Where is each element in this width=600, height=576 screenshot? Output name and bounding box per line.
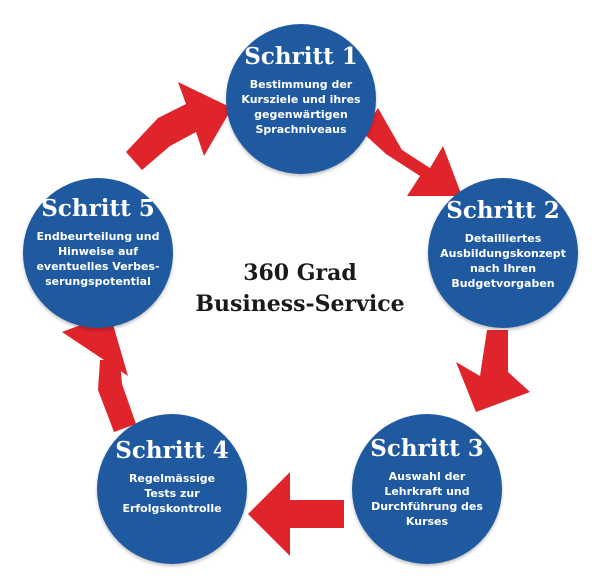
step-5-description: Endbeurteilung und Hinweise auf eventuel… — [36, 230, 160, 288]
step-1-description: Bestimmung der Kursziele und ihres gegen… — [241, 78, 361, 136]
step-4-title: Schritt 4 — [115, 437, 229, 464]
arrow-step5-to-step1 — [126, 82, 232, 170]
step-4-description: Regelmässige Tests zur Erfolgskontrolle — [122, 472, 222, 515]
step-1-title: Schritt 1 — [244, 43, 358, 70]
step-3-circle: Schritt 3 Auswahl der Lehrkraft und Durc… — [352, 414, 502, 564]
step-5-title: Schritt 5 — [41, 195, 155, 222]
arrow-step4-to-step5-head — [62, 314, 128, 376]
step-3-title: Schritt 3 — [370, 435, 484, 462]
step-5-circle: Schritt 5 Endbeurteilung und Hinweise au… — [23, 178, 173, 328]
arrow-step1-to-step2 — [362, 108, 462, 196]
arrow-step3-to-step4 — [248, 472, 344, 556]
step-2-title: Schritt 2 — [446, 197, 560, 224]
step-2-circle: Schritt 2 Detailliertes Ausbildungskonze… — [428, 178, 578, 328]
arrow-step2-to-step3 — [456, 330, 530, 412]
center-title: 360 Grad Business-Service — [195, 260, 405, 317]
step-2-description: Detailliertes Ausbildungskonzept nach Ih… — [440, 232, 566, 290]
step-1-circle: Schritt 1 Bestimmung der Kursziele und i… — [226, 24, 376, 174]
step-3-description: Auswahl der Lehrkraft und Durchführung d… — [371, 470, 483, 528]
arrow-step4-to-step5 — [98, 360, 136, 432]
step-4-circle: Schritt 4 Regelmässige Tests zur Erfolgs… — [97, 414, 247, 564]
